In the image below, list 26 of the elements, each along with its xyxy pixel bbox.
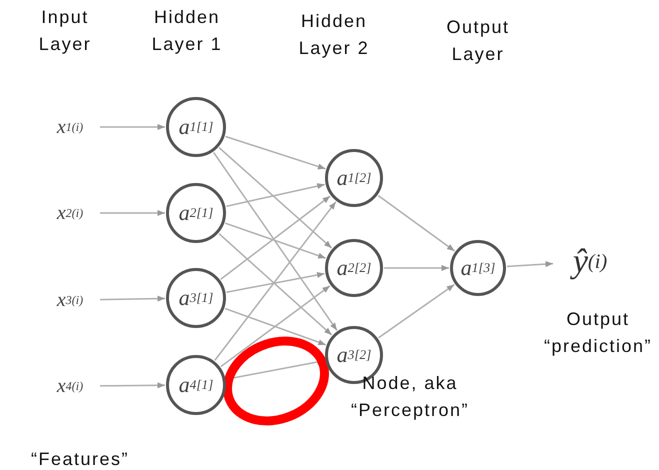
arrow: [220, 285, 330, 368]
arrow: [378, 195, 455, 252]
layer-heading: Output Layer: [445, 16, 511, 66]
output-symbol: ŷ$^{(i)}$: [559, 238, 621, 286]
arrow: [225, 222, 326, 259]
arrow: [506, 261, 554, 268]
arrow: [384, 265, 449, 271]
arrow: [378, 284, 455, 338]
arrow: [226, 183, 325, 208]
arrow: [213, 152, 338, 331]
arrow: [100, 124, 165, 130]
arrow: [100, 382, 165, 388]
arrow: [218, 233, 332, 336]
arrow: [226, 272, 325, 293]
arrow: [218, 147, 332, 249]
output-caption: Output “prediction”: [542, 308, 654, 358]
arrow: [100, 210, 165, 216]
arrow: [214, 201, 336, 361]
arrow: [224, 308, 326, 346]
arrow: [100, 296, 166, 302]
arrow: [220, 196, 331, 280]
layer-heading: Input Layer: [38, 6, 92, 56]
arrow: [225, 136, 326, 170]
layer-heading: Hidden Layer 2: [298, 10, 370, 60]
layer-heading: Hidden Layer 1: [150, 6, 224, 56]
features-caption: “Features”: [30, 448, 130, 470]
